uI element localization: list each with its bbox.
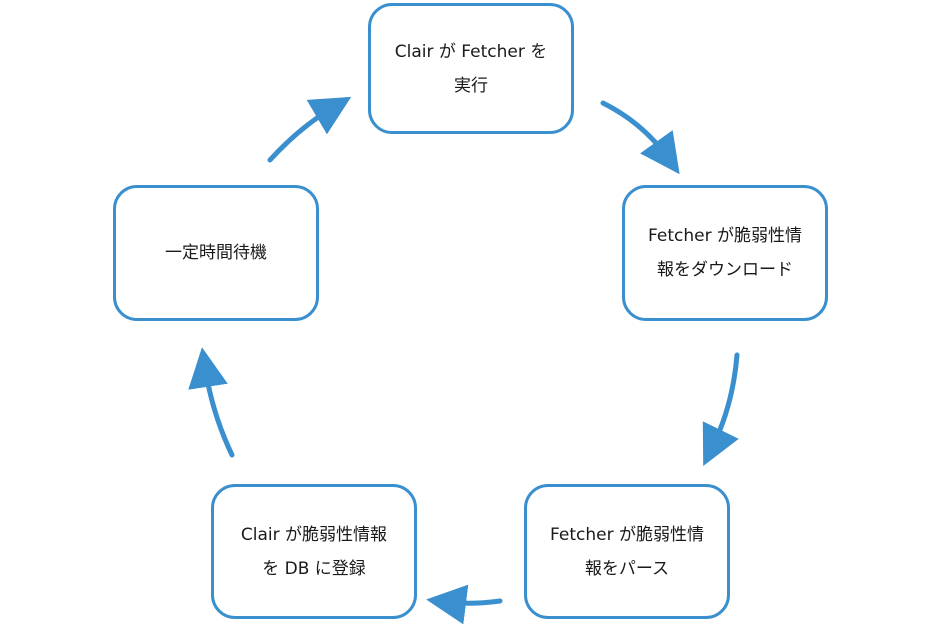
arrow-step1-to-step2: [600, 100, 680, 175]
step-text-line2: 実行: [453, 75, 488, 96]
step-text-line1: Clair が脆弱性情報: [240, 524, 388, 545]
step-node-wait: 一定時間待機: [113, 185, 319, 321]
step-node-run-fetcher: Clair が Fetcher を 実行: [368, 3, 574, 134]
arrow-step2-to-step3: [702, 352, 740, 466]
step-node-register-db: Clair が脆弱性情報 を DB に登録: [211, 484, 417, 619]
step-text-line2: 報をパース: [584, 558, 670, 579]
step-text-line2: を DB に登録: [262, 558, 366, 579]
step-text-line1: Fetcher が脆弱性情: [648, 226, 802, 246]
arrow-step3-to-step4: [426, 584, 503, 625]
arrow-step4-to-step5: [188, 347, 235, 458]
step-node-download: Fetcher が脆弱性情 報をダウンロード: [622, 185, 828, 321]
step-text-line2: 報をダウンロード: [656, 260, 793, 280]
step-node-parse: Fetcher が脆弱性情 報をパース: [524, 484, 730, 619]
arrow-step5-to-step1: [267, 96, 352, 163]
step-text-line1: Clair が Fetcher を: [394, 41, 548, 62]
step-text-line1: Fetcher が脆弱性情: [550, 524, 704, 545]
step-text-line1: 一定時間待機: [165, 243, 267, 263]
